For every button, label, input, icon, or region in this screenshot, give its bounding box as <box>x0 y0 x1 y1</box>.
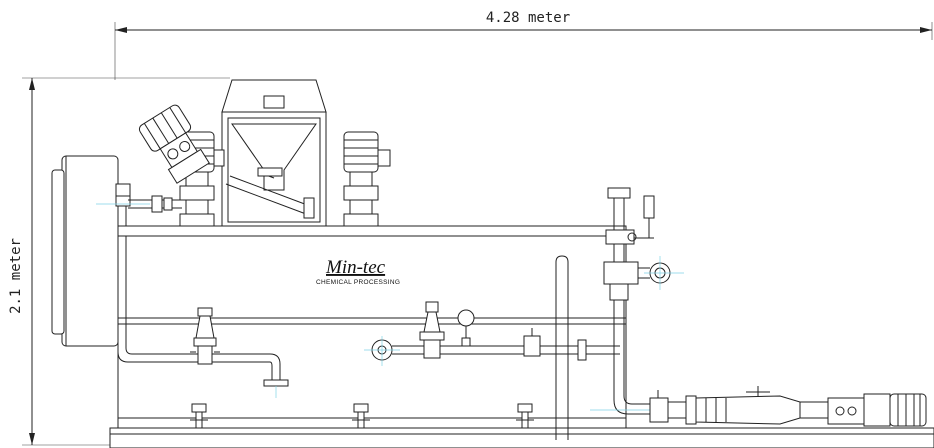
height-dimension: 2.1 meter <box>8 77 230 446</box>
drain-piping-left <box>117 236 289 398</box>
mixing-tank: Min-tec CHEMICAL PROCESSING <box>117 225 627 429</box>
inlet-piping-left <box>96 183 182 227</box>
brand-logo: Min-tec <box>325 257 386 278</box>
dosing-line-middle <box>364 301 620 366</box>
dosing-pump <box>649 386 927 427</box>
side-cylinder <box>51 155 119 347</box>
dosing-motor <box>138 104 210 184</box>
base-frame <box>109 427 934 448</box>
width-label: 4.28 meter <box>486 10 570 26</box>
riser-pipe <box>555 255 569 440</box>
bottom-drain-valves <box>190 403 534 429</box>
brand-subtitle: CHEMICAL PROCESSING <box>316 279 400 286</box>
agitator-motor-right <box>343 131 391 227</box>
outlet-piping-right <box>590 187 684 415</box>
height-label: 2.1 meter <box>8 238 24 314</box>
width-dimension: 4.28 meter <box>114 10 933 80</box>
powder-hopper <box>221 79 327 227</box>
